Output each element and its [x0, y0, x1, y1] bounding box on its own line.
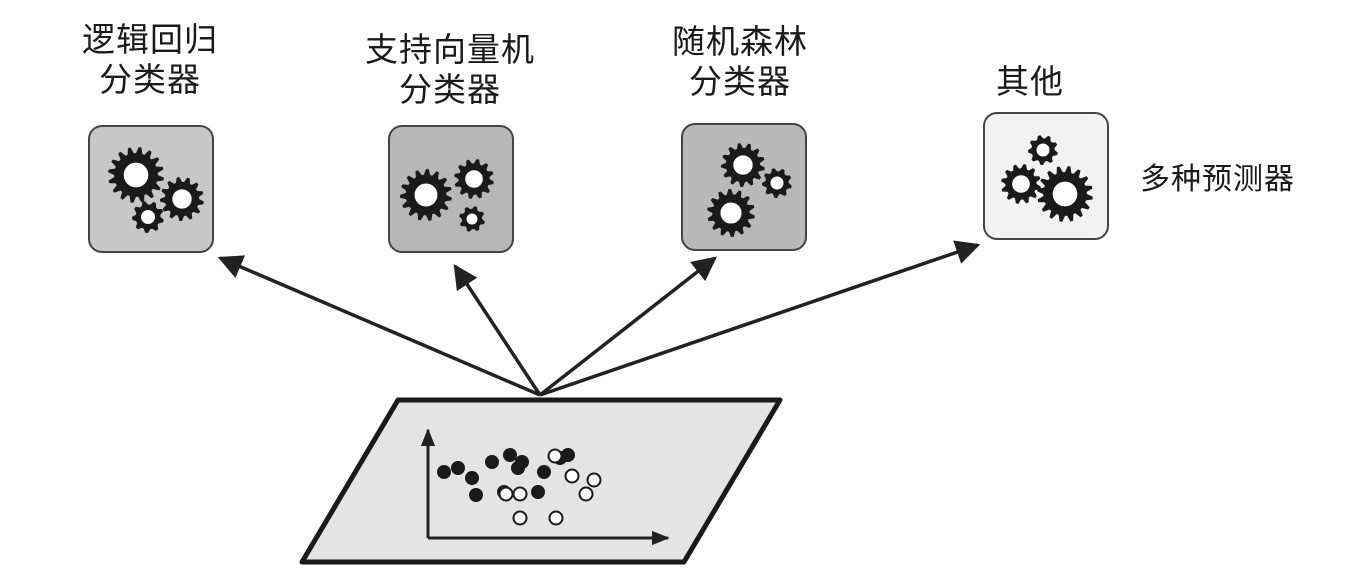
gears-icon [108, 147, 204, 233]
data-point-hollow [564, 468, 580, 484]
predictor-label-random-forest: 随机森林 分类器 [655, 22, 825, 102]
data-point-hollow [586, 472, 602, 488]
gear-icon [1037, 166, 1093, 222]
gear-icon [454, 159, 494, 199]
gear-icon [721, 143, 765, 187]
predictor-name-line1: 支持向量机 [365, 30, 535, 69]
data-point-hollow [498, 486, 514, 502]
gears-icon [1001, 135, 1093, 222]
predictor-name-line2: 分类器 [99, 60, 201, 99]
arrow-to-svm [453, 263, 542, 396]
predictor-box-other [983, 112, 1109, 240]
data-point-filled [515, 455, 529, 469]
gear-icon [400, 169, 452, 221]
gear-icon [707, 189, 755, 237]
data-point-filled [503, 448, 517, 462]
gear-icon [762, 168, 792, 198]
predictor-name-line1: 其他 [996, 62, 1064, 101]
arrows [217, 240, 981, 397]
predictor-name-line1: 逻辑回归 [82, 20, 218, 59]
gears-icon [707, 143, 792, 237]
data-point-filled [465, 471, 479, 485]
data-point-filled [561, 448, 575, 462]
predictor-box-svm [388, 125, 514, 253]
predictor-box-random-forest [681, 123, 807, 251]
predictor-name-line2: 分类器 [689, 62, 791, 101]
arrow-to-logistic [217, 255, 541, 397]
gear-icon [108, 147, 164, 203]
data-point-filled [531, 485, 545, 499]
gears-icon [400, 159, 494, 232]
arrow-to-random-forest [538, 256, 717, 397]
data-point-filled [451, 461, 465, 475]
data-point-filled [485, 455, 499, 469]
data-point-hollow [512, 510, 528, 526]
gear-icon [1028, 135, 1058, 165]
data-point-filled [469, 488, 483, 502]
predictor-label-svm: 支持向量机 分类器 [350, 30, 550, 110]
data-point-hollow [578, 486, 594, 502]
gear-icon [160, 177, 204, 221]
predictor-box-logistic [88, 125, 214, 253]
data-points [437, 448, 602, 526]
predictor-name-line2: 分类器 [399, 70, 501, 109]
side-note-multiple-predictors: 多种预测器 [1140, 162, 1295, 197]
data-point-filled [437, 465, 451, 479]
data-point-hollow [512, 486, 528, 502]
data-point-filled [537, 465, 551, 479]
plot-axes [420, 428, 670, 546]
predictor-name-line1: 随机森林 [672, 22, 808, 61]
predictor-label-logistic: 逻辑回归 分类器 [65, 20, 235, 100]
data-point-hollow [547, 448, 563, 464]
arrow-to-other [539, 240, 981, 397]
predictor-label-other: 其他 [980, 62, 1080, 102]
gear-icon [132, 201, 164, 233]
gear-icon [1001, 164, 1041, 204]
data-point-hollow [548, 510, 564, 526]
gear-icon [459, 206, 485, 232]
